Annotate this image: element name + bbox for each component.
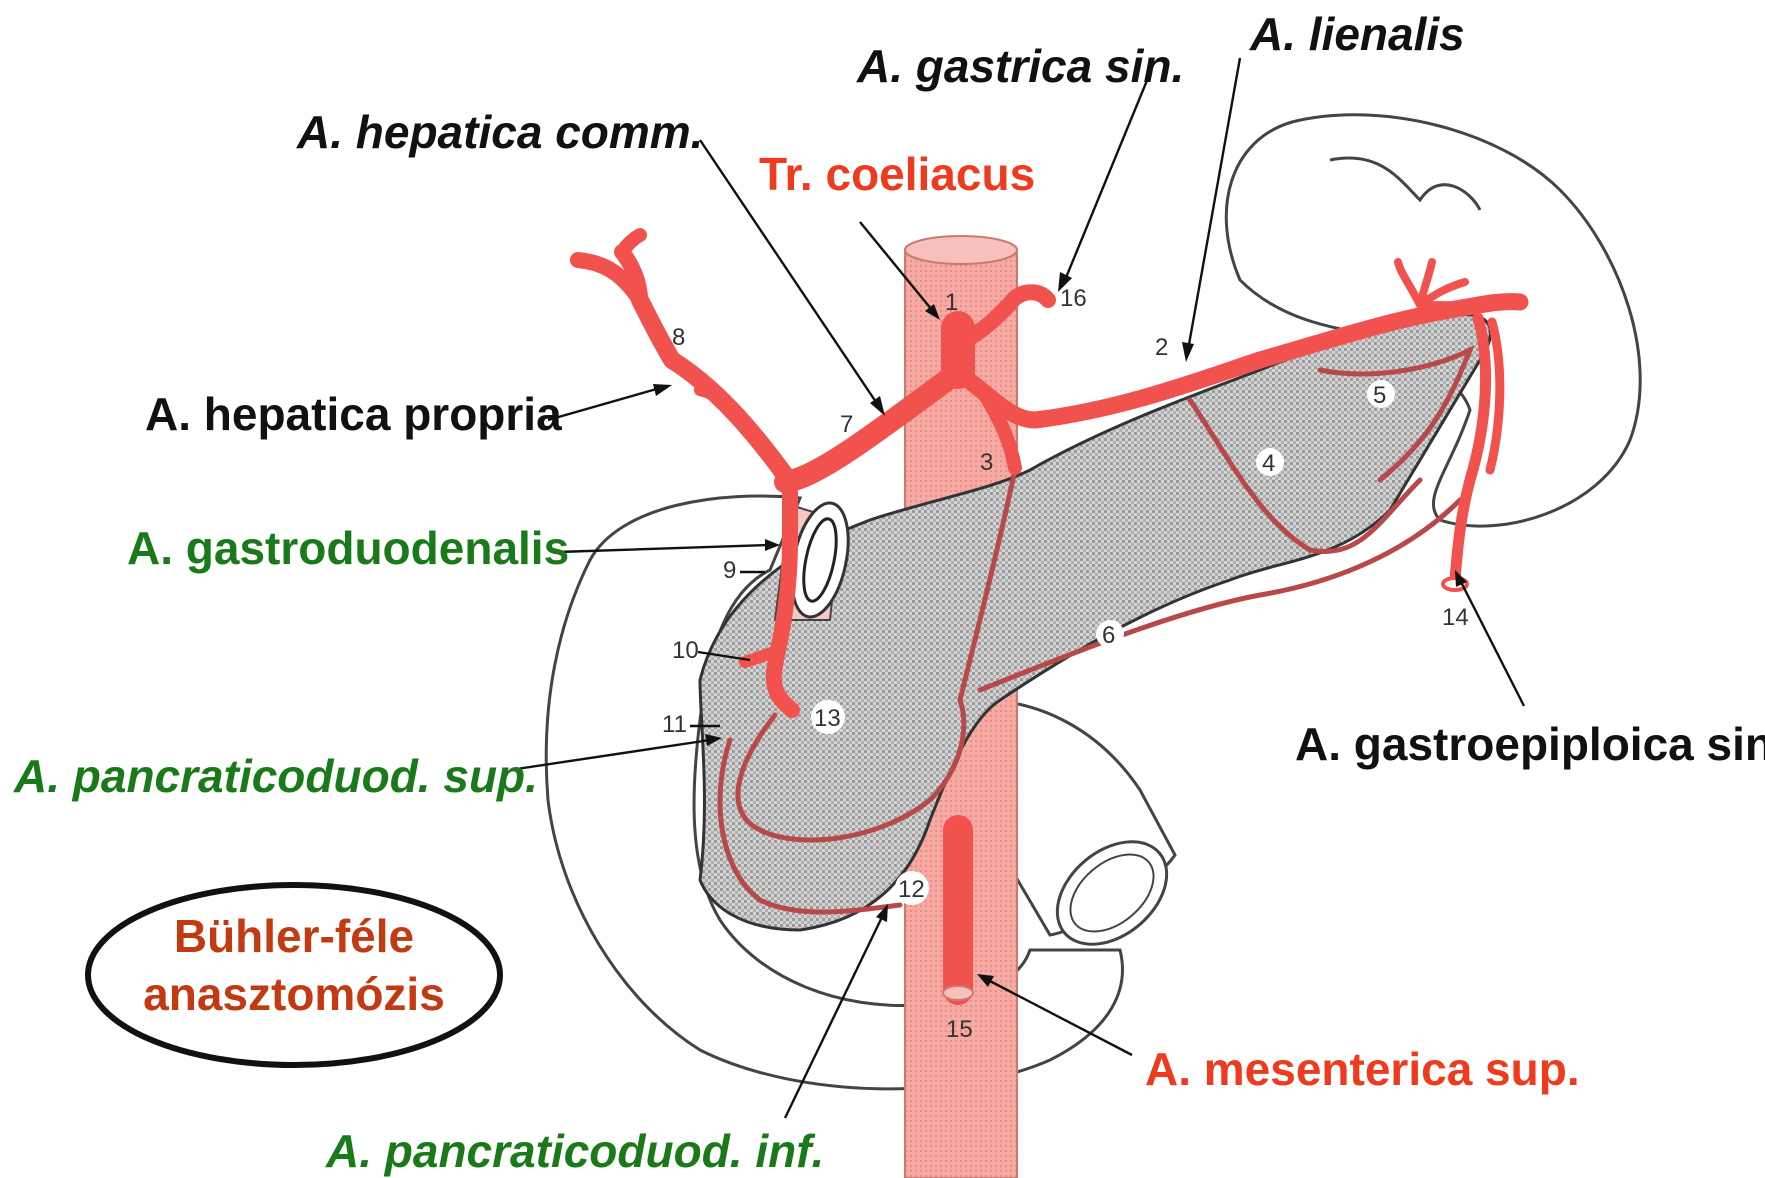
label-pancr-sup: A. pancraticoduod. sup. bbox=[13, 750, 538, 802]
aorta-top bbox=[905, 236, 1017, 264]
label-mesenterica-sup: A. mesenterica sup. bbox=[1145, 1043, 1580, 1095]
ref-7: 7 bbox=[840, 411, 853, 438]
left-gastroepiploic-parallel bbox=[1490, 322, 1500, 470]
label-hepatica-propria: A. hepatica propria bbox=[145, 388, 562, 440]
buhler-line-1: Bühler-féle bbox=[174, 910, 414, 962]
right-gastric-artery bbox=[700, 390, 735, 418]
ref-3: 3 bbox=[980, 449, 993, 476]
label-pancr-inf: A. pancraticoduod. inf. bbox=[325, 1125, 824, 1177]
ref-12: 12 bbox=[898, 876, 925, 903]
label-hepatica-comm: A. hepatica comm. bbox=[296, 106, 703, 158]
jejunum-lumen bbox=[1038, 821, 1187, 965]
label-gastroepiploica-sin: A. gastroepiploica sin. bbox=[1295, 718, 1765, 770]
ref-11: 11 bbox=[662, 711, 687, 738]
ref-5: 5 bbox=[1373, 382, 1386, 409]
ref-10: 10 bbox=[672, 637, 699, 664]
ref-6: 6 bbox=[1102, 622, 1115, 649]
label-gastroduodenalis: A. gastroduodenalis bbox=[127, 522, 569, 574]
ref-16: 16 bbox=[1060, 285, 1087, 312]
buhler-anastomosis-callout: Bühler-féle anasztomózis bbox=[88, 885, 500, 1065]
label-lienalis: A. lienalis bbox=[1249, 8, 1465, 60]
label-tr-coeliacus: Tr. coeliacus bbox=[759, 148, 1035, 200]
spleen-fissure bbox=[1330, 158, 1480, 210]
ref-8: 8 bbox=[672, 324, 685, 351]
superior-mesenteric-cut bbox=[943, 986, 973, 1000]
ref-4: 4 bbox=[1262, 450, 1275, 477]
buhler-line-2: anasztomózis bbox=[143, 968, 445, 1020]
ref-1: 1 bbox=[945, 289, 958, 316]
ref-14: 14 bbox=[1442, 604, 1469, 631]
hepatic-branch-upper bbox=[622, 235, 640, 252]
ref-9: 9 bbox=[723, 557, 736, 584]
ref-2: 2 bbox=[1155, 334, 1168, 361]
label-gastrica-sin: A. gastrica sin. bbox=[856, 40, 1184, 92]
ref-13: 13 bbox=[814, 705, 841, 732]
ref-15: 15 bbox=[946, 1016, 973, 1043]
